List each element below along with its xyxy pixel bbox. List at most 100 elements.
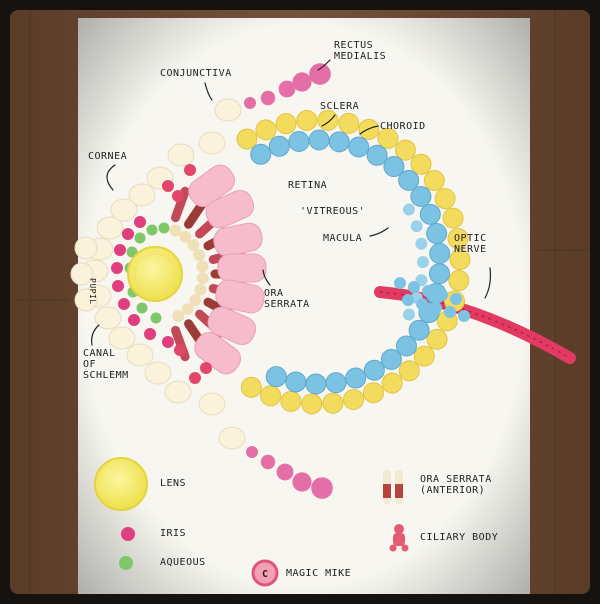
legend-ora-serrata-anterior-label: ORA SERRATA (ANTERIOR): [420, 474, 492, 496]
ciliary-cream-candy: [189, 294, 202, 307]
aqueous-candy: [136, 302, 148, 314]
rectus-lateralis-candy: [260, 454, 276, 470]
ora-serrata-candy: [215, 279, 265, 314]
optic-disc-candy: [408, 281, 420, 293]
macula-candy: [417, 256, 429, 268]
cornea-candy: [198, 392, 226, 416]
sclera-candy: [255, 119, 277, 141]
optic-disc-candy: [450, 293, 462, 305]
macula-candy: [402, 203, 415, 216]
label-rectus-line1: RECTUS: [334, 40, 374, 51]
retina-candy: [348, 136, 370, 158]
rectus-medialis-candy: [260, 90, 276, 106]
sclera-candy: [426, 328, 448, 350]
cornea-candy: [198, 131, 226, 155]
iris-candy: [112, 280, 124, 292]
cornea-candy: [167, 143, 195, 167]
sclera-candy: [398, 360, 420, 382]
optic-disc-candy: [402, 294, 414, 306]
legend-aqueous-candy: [119, 556, 133, 570]
retina-candy: [408, 319, 430, 341]
label-vitreous: 'VITREOUS': [300, 206, 366, 217]
iris-candy: [189, 372, 201, 384]
legend-ciliary-body-label: CILIARY BODY: [420, 532, 499, 543]
retina-candy: [328, 131, 350, 153]
retina-candy: [268, 135, 290, 157]
retina-candy: [345, 367, 367, 389]
retina-candy: [426, 223, 448, 245]
sclera-candy: [423, 170, 445, 192]
rectus-lateralis-candy: [311, 477, 333, 499]
iris-candy: [162, 180, 174, 192]
legend-iris-candy: [121, 527, 135, 541]
retina-candy: [288, 131, 310, 153]
sclera-candy: [322, 392, 344, 414]
iris-candy: [118, 298, 130, 310]
sclera-candy: [434, 188, 456, 210]
label-sclera: SCLERA: [320, 101, 360, 112]
label-optic-line1: OPTIC: [454, 233, 487, 244]
label-ora-line1: ORA: [264, 288, 284, 299]
cornea-candy: [74, 288, 98, 312]
ciliary-cream-candy: [169, 224, 182, 237]
label-optic-line2: NERVE: [454, 244, 487, 255]
sclera-candy: [236, 128, 258, 150]
magic-mike-letter: C: [262, 569, 268, 580]
optic-disc-candy: [458, 310, 470, 322]
optic-disc-candy: [444, 306, 456, 318]
legend-magic-mike-candy: [251, 559, 279, 587]
sclera-candy: [280, 390, 302, 412]
legend-ora-line2: (ANTERIOR): [420, 485, 486, 496]
rectus-medialis-candy: [244, 97, 256, 109]
ciliary-cream-candy: [187, 239, 200, 252]
optic-disc-candy: [422, 285, 434, 297]
cornea-candy: [70, 262, 94, 286]
ora-serrata-candy: [207, 306, 257, 346]
sclera-candy: [394, 139, 416, 161]
aqueous-candy: [158, 222, 170, 234]
retina-candy: [325, 372, 347, 394]
sclera-candy: [381, 372, 403, 394]
ora-serrata-candy: [213, 222, 263, 257]
ciliary-cream-candy: [194, 283, 207, 296]
label-optic-nerve: OPTIC NERVE: [454, 233, 487, 255]
legend-magic-mike-label: MAGIC MIKE: [286, 568, 352, 579]
iris-candy: [114, 244, 126, 256]
cornea-candy: [74, 236, 98, 260]
optic-disc-candy: [436, 289, 448, 301]
ciliary-cream-candy: [196, 272, 209, 285]
rectus-medialis-candy: [278, 80, 296, 98]
sclera-candy: [410, 153, 432, 175]
cornea-candy: [126, 343, 154, 367]
ora-serrata-candy: [217, 253, 267, 283]
ciliary-cream-candy: [172, 309, 185, 322]
retina-candy: [305, 373, 327, 395]
retina-candy: [395, 335, 417, 357]
label-canal-line3: SCHLEMM: [83, 370, 129, 381]
cornea-candy: [164, 380, 192, 404]
label-rectus-line2: MEDIALIS: [334, 51, 387, 62]
cornea-candy: [110, 198, 138, 222]
legend-iris-label: IRIS: [160, 528, 187, 539]
label-macula: MACULA: [323, 233, 363, 244]
ora-serrata-candy: [205, 189, 255, 229]
label-canal-line1: CANAL: [83, 348, 116, 359]
ora-serrata-candy: [188, 164, 236, 207]
sclera-candy: [448, 270, 470, 292]
retina-candy: [429, 242, 451, 264]
iris-candy: [200, 362, 212, 374]
retina-candy: [265, 366, 287, 388]
legend-lens-label: LENS: [160, 478, 187, 489]
macula-candy: [410, 220, 423, 233]
aqueous-candy: [150, 312, 162, 324]
retina-candy: [363, 359, 385, 381]
sclera-candy: [449, 249, 471, 271]
ciliary-cream-candy: [179, 230, 192, 243]
label-canal-of-schlemm: CANAL OF SCHLEMM: [83, 348, 129, 381]
label-pointers: [91, 59, 492, 346]
macula-candy: [402, 308, 415, 321]
rectus-medialis-candy: [292, 72, 312, 92]
sclera-candy: [260, 385, 282, 407]
aqueous-candy: [134, 232, 146, 244]
